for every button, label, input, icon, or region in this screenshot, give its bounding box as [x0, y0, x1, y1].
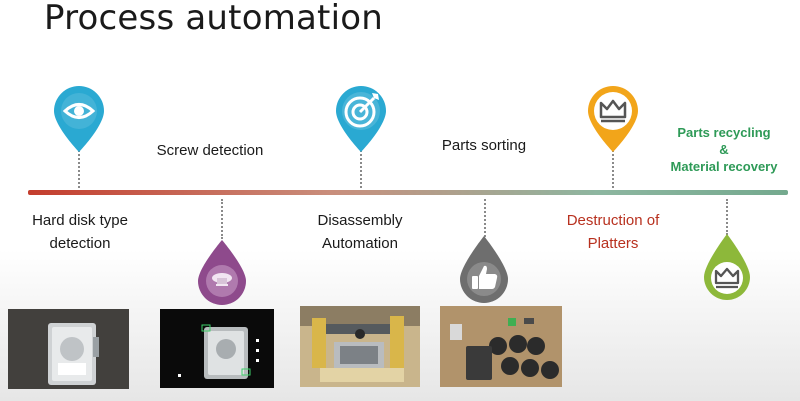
connector-6 [726, 199, 728, 235]
step-label-line: Destruction of [566, 212, 660, 229]
screw-detection-photo [160, 309, 274, 388]
connector-3 [360, 150, 362, 188]
step-label-line: Parts sorting [441, 137, 527, 154]
connector-4 [484, 199, 486, 237]
crown-icon [599, 99, 627, 123]
step-label-disassembly: Disassembly Automation [300, 209, 420, 255]
step-label-hard-disk: Hard disk type detection [20, 209, 140, 255]
step-label-screw: Screw detection [140, 139, 280, 162]
connector-2 [221, 199, 223, 239]
step-label-destruction: Destruction of Platters [548, 209, 678, 255]
step-label-line: Platters [587, 235, 639, 252]
screw-pin [198, 240, 246, 305]
thumbs-up-pin [460, 236, 508, 303]
parts-sorting-photo [440, 306, 562, 387]
crown-pin-green [704, 234, 750, 300]
connector-1 [78, 150, 80, 188]
crown-icon [714, 267, 740, 289]
step-label-recycling: Parts recycling & Material recovery [662, 124, 786, 175]
step-label-sorting: Parts sorting [424, 134, 544, 157]
target-pin [336, 86, 386, 152]
step-label-line: & [719, 142, 729, 157]
eye-icon [62, 103, 96, 119]
disassembly-photo [300, 306, 420, 387]
step-label-line: detection [49, 235, 111, 252]
step-label-line: Automation [322, 235, 398, 252]
step-label-line: Parts recycling [677, 125, 771, 140]
step-label-line: Screw detection [156, 142, 264, 159]
page-title: Process automation [44, 0, 383, 38]
screw-icon [212, 273, 232, 286]
connector-5 [612, 150, 614, 188]
step-label-line: Disassembly [317, 212, 403, 229]
eye-pin [54, 86, 104, 152]
target-icon [344, 93, 379, 128]
hard-disk-photo [8, 309, 129, 389]
crown-pin-orange [588, 86, 638, 152]
thumbs-up-icon [472, 265, 498, 289]
step-label-line: Material recovery [670, 159, 778, 174]
timeline-bar [28, 190, 788, 195]
step-label-line: Hard disk type [32, 212, 128, 229]
